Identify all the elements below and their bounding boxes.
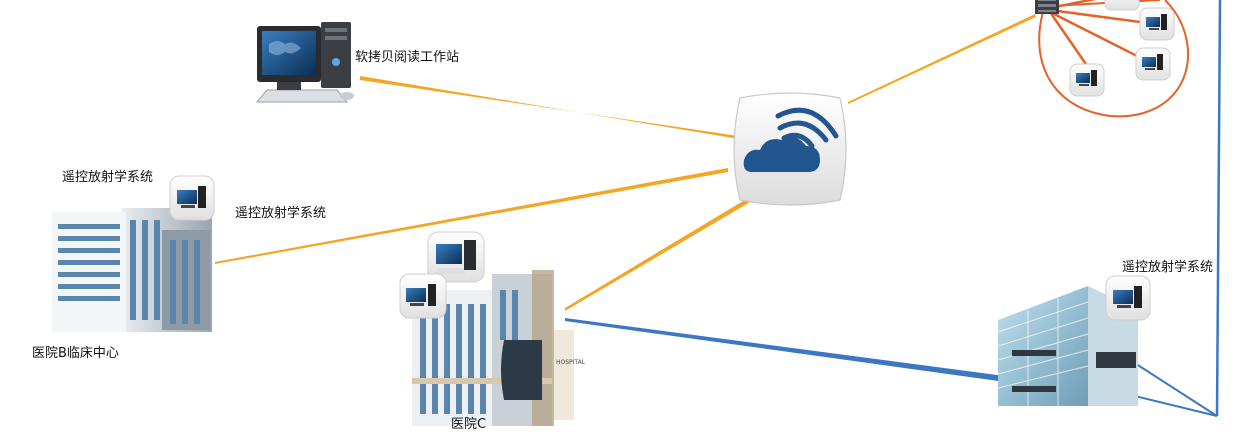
hospital-b-label: 医院B临床中心 — [32, 346, 119, 361]
workstation-label: 软拷贝阅读工作站 — [355, 50, 460, 65]
hospital-c-label: 医院C — [451, 417, 487, 432]
link-hospital-b-cloud — [215, 168, 728, 264]
cloud-wifi-icon — [743, 107, 839, 172]
monitor-pc-icon — [1135, 47, 1171, 81]
link-hospital-c-right — [565, 318, 1020, 384]
monitor-pc-icon — [399, 273, 447, 319]
monitor-pc-icon — [169, 175, 215, 221]
cluster-ring — [1038, 0, 1190, 118]
desktop-computer-icon — [255, 22, 354, 103]
monitor-pc-icon — [1069, 63, 1105, 97]
server-cluster — [1035, 0, 1190, 118]
link-cloud-server — [848, 14, 1036, 104]
server-rack-icon — [1035, 0, 1059, 14]
link-hospital-c-cloud — [565, 198, 752, 311]
monitor-pc-icon — [427, 231, 485, 283]
monitor-pc-icon — [1104, 0, 1140, 11]
link-building-right-a — [1129, 359, 1218, 417]
connection-links — [215, 0, 1222, 417]
remote-radiology-b-top-label: 遥控放射学系统 — [62, 170, 154, 185]
monitor-pc-icon — [1139, 7, 1175, 41]
link-right-vertical — [1215, 0, 1222, 417]
hospital-building-icon — [412, 270, 574, 426]
remote-radiology-b-side-label: 遥控放射学系统 — [235, 206, 327, 221]
hospital-building-icon — [52, 208, 212, 332]
remote-radiology-right-label: 遥控放射学系统 — [1122, 260, 1214, 275]
cloud-hub — [733, 92, 847, 206]
monitor-pc-icon — [1105, 275, 1151, 321]
hospital-sign: HOSPITAL — [556, 359, 586, 366]
link-workstation-cloud — [360, 76, 745, 140]
